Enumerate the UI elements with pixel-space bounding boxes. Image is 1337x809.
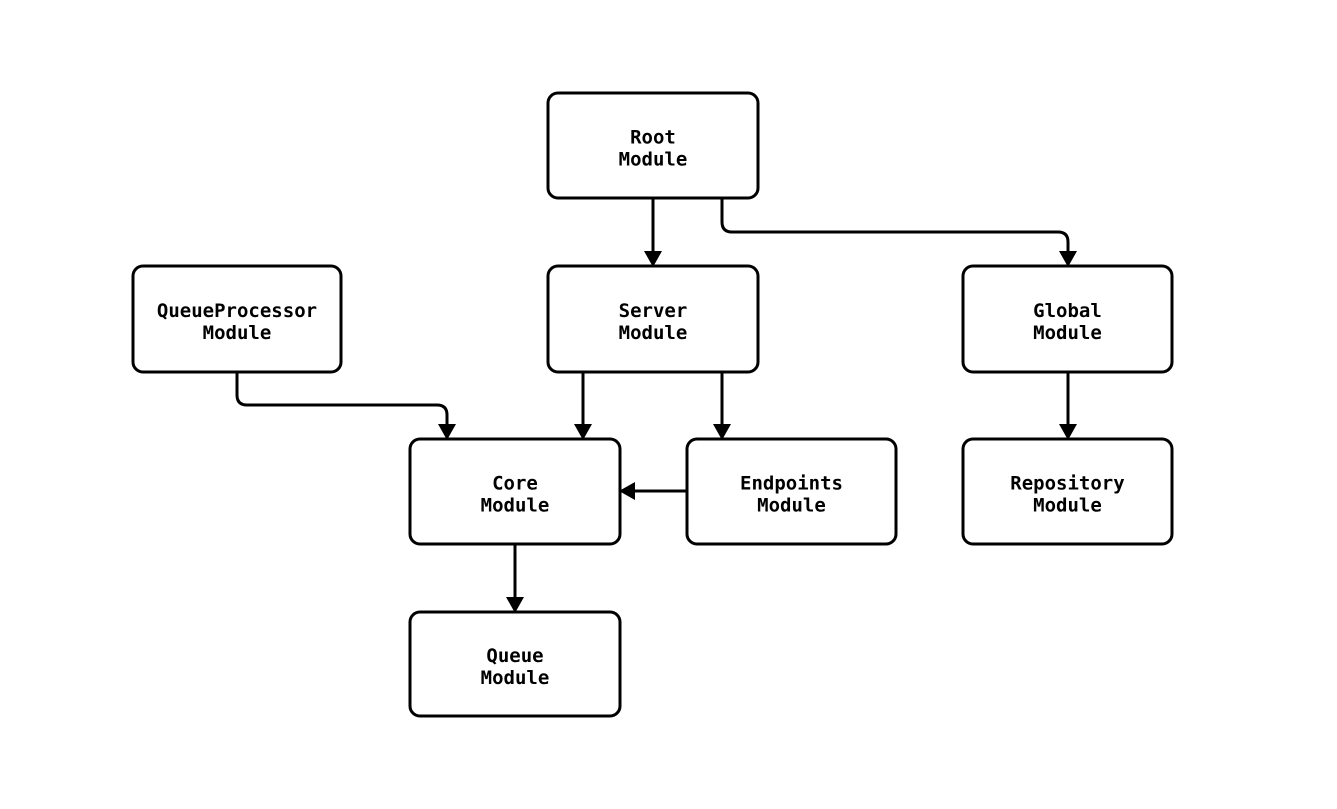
node-box-repository (961, 437, 1174, 546)
node-box-queueprocessor (131, 264, 343, 374)
edge-root-to-global (720, 198, 1077, 267)
edge-queueprocessor-to-core (235, 372, 456, 440)
node-box-endpoints (685, 437, 898, 546)
node-box-core (408, 437, 622, 546)
node-box-root (546, 91, 760, 200)
node-box-server (546, 264, 760, 374)
node-box-global (961, 264, 1174, 374)
node-box-queue (408, 610, 622, 718)
